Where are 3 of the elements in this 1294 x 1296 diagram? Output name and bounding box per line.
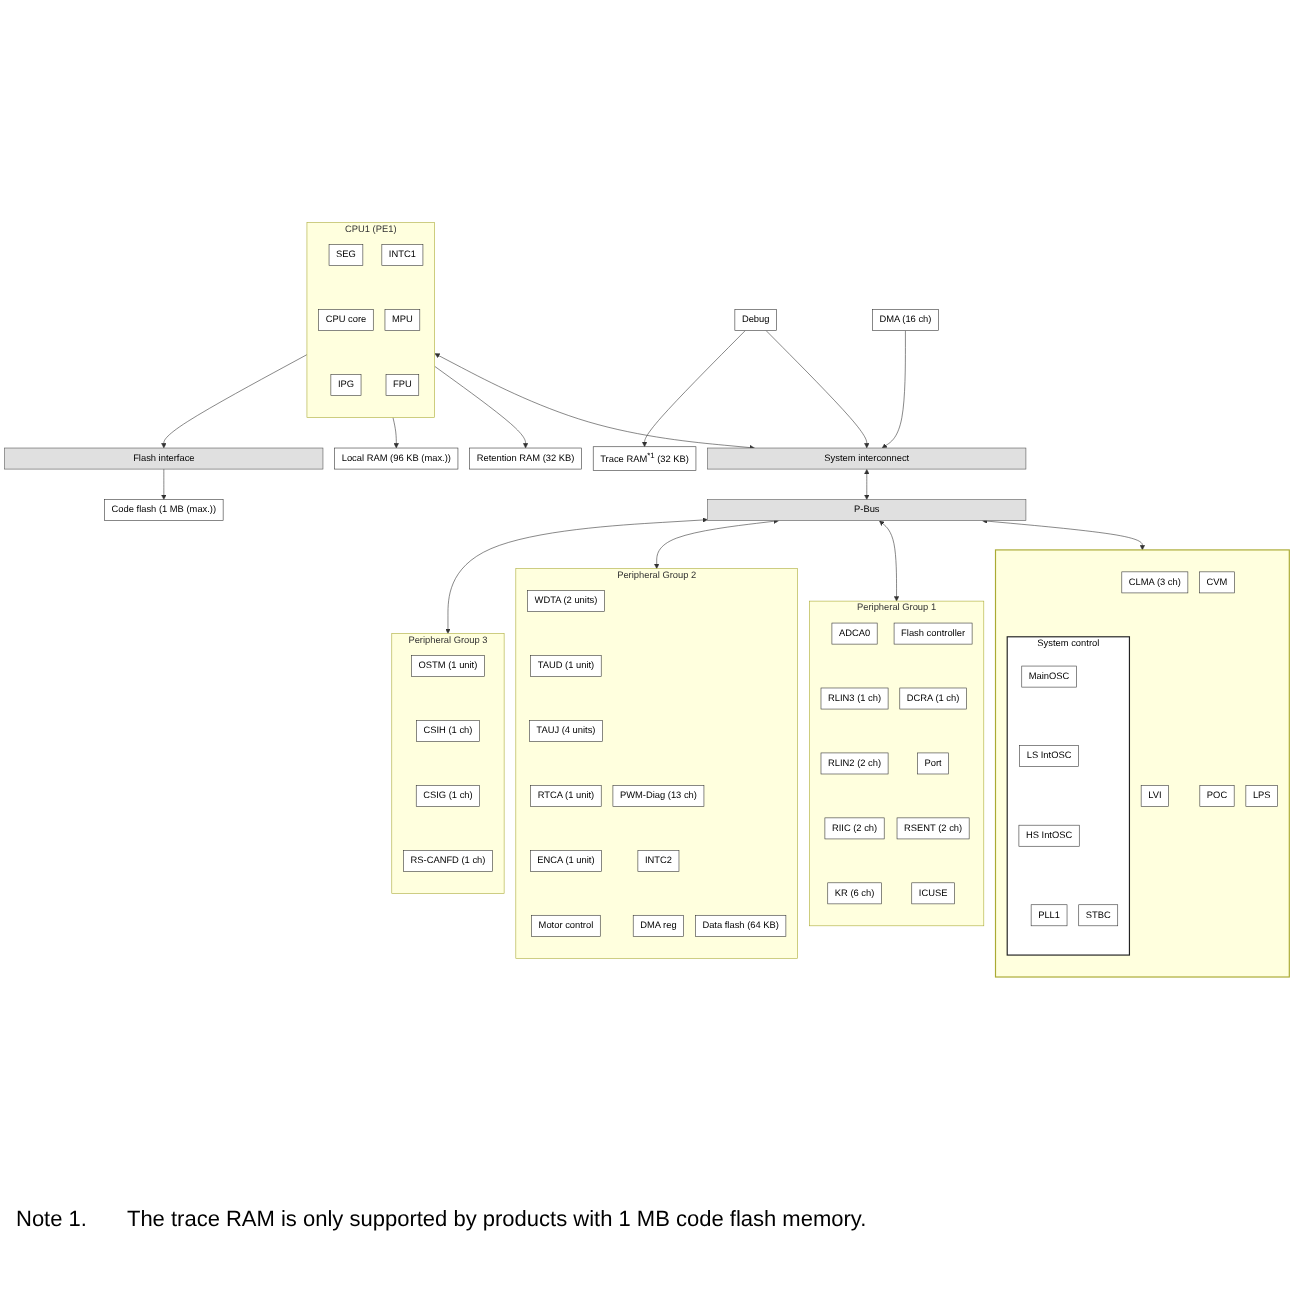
footnote: The trace RAM is only supported by products with 1 MB code flash memory. <box>126 1208 867 1232</box>
footnote: Note 1. <box>16 1208 87 1232</box>
cluster <box>994 549 1290 978</box>
